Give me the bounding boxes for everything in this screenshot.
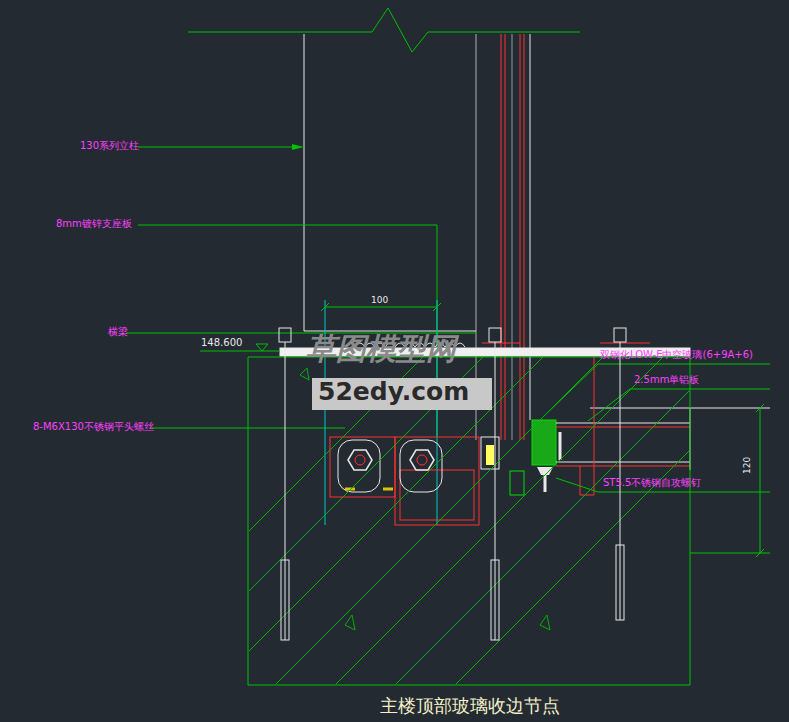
part-label: ST5.5不锈钢自攻螺钉 (603, 477, 701, 489)
dimension-value: 120 (742, 457, 752, 474)
part-label: 130系列立柱 (80, 140, 139, 152)
dimension-value: 100 (371, 295, 388, 305)
watermark: 52edy.com (318, 378, 469, 407)
part-label: 双钢化LOW-E中空玻璃(6+9A+6) (600, 349, 753, 361)
watermark: 草图模型网 (306, 332, 456, 367)
part-label: 2.5mm单铝板 (634, 374, 699, 386)
drawing-caption: 主楼顶部玻璃收边节点 (380, 696, 560, 717)
part-label: 横梁 (108, 326, 128, 338)
part-label: 8-M6X130不锈钢平头螺丝 (33, 421, 154, 433)
part-label: 8mm镀锌支座板 (56, 218, 132, 230)
level-mark: 148.600 (201, 337, 242, 349)
